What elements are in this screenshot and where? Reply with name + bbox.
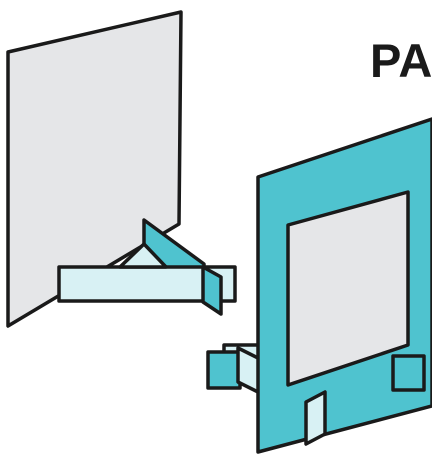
plain-front-tab <box>203 267 221 314</box>
heading-text: PA <box>370 37 432 84</box>
framed-right-foot <box>393 356 424 390</box>
framed-stand-panel <box>208 119 432 452</box>
framed-bottom-tab <box>306 392 325 444</box>
plain-stand-panel <box>8 12 235 326</box>
framed-left-foot <box>208 352 240 388</box>
